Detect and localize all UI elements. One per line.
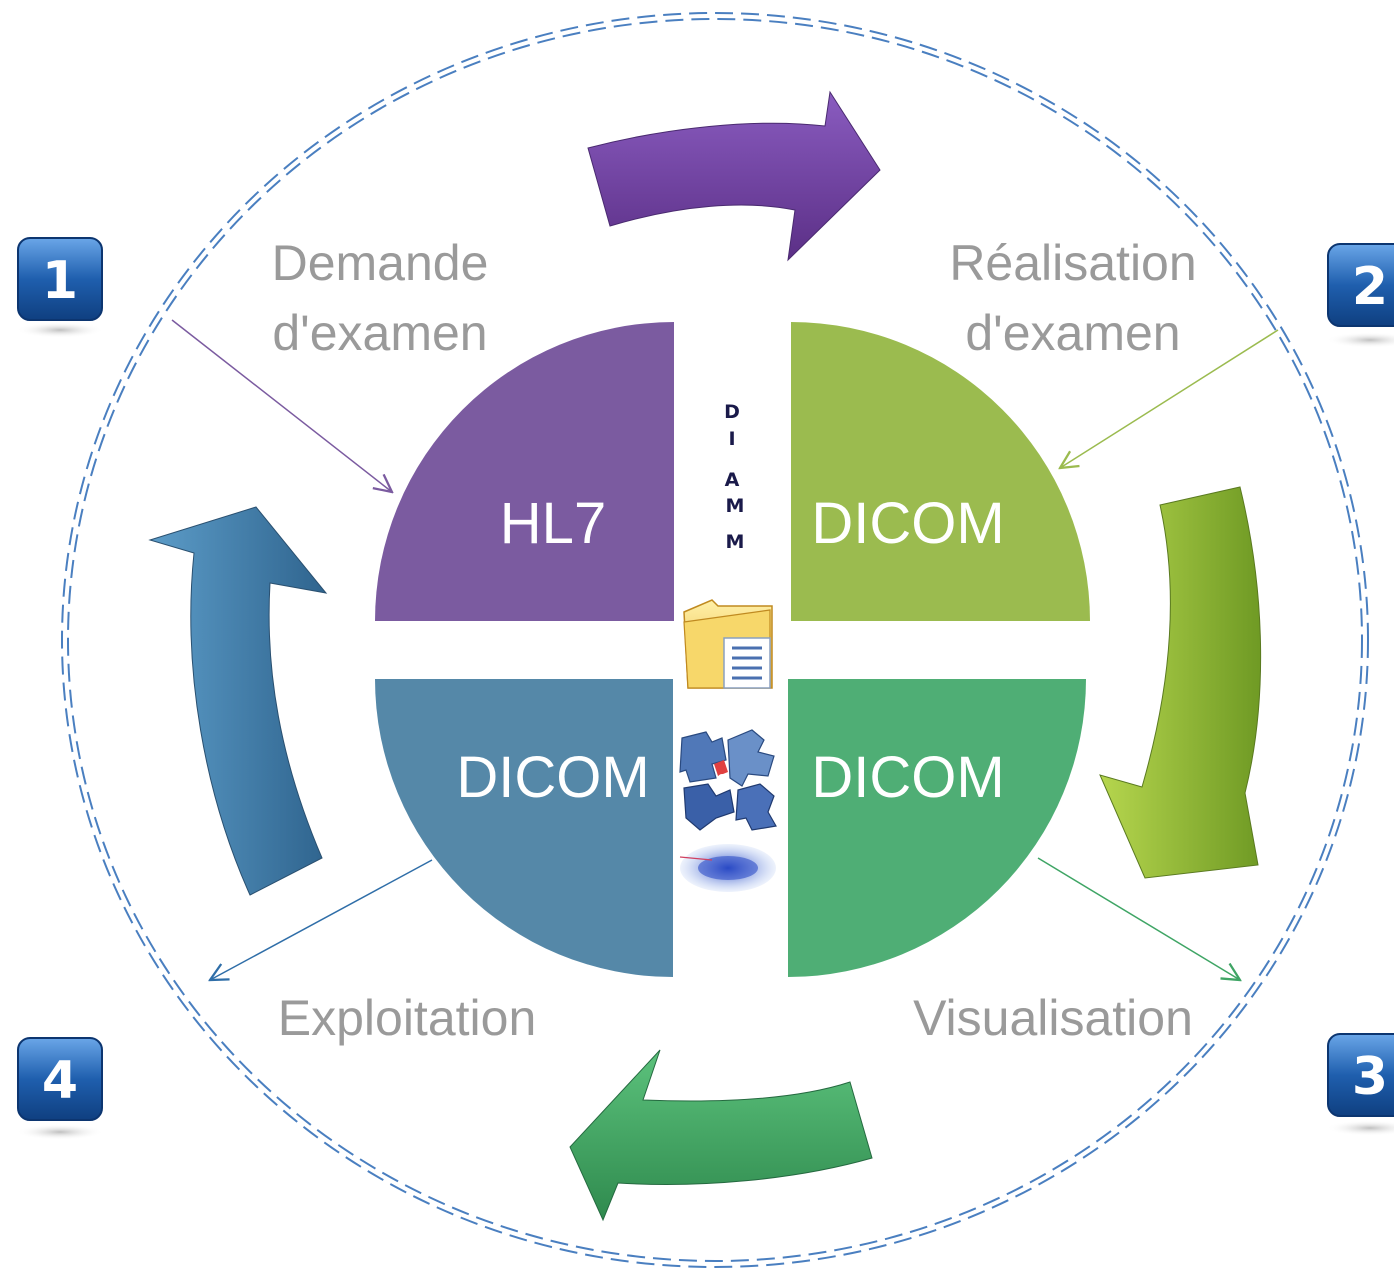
connector-exploitation xyxy=(210,859,433,980)
quadrant-top-right xyxy=(791,322,1090,621)
quadrant-bottom-left-label: DICOM xyxy=(456,745,649,810)
badge-2: 2 xyxy=(1326,243,1394,348)
center-letter: A xyxy=(725,469,740,491)
connector-demande xyxy=(171,319,392,492)
badge-3: 3 xyxy=(1326,1033,1394,1136)
cycle-arrow-4-to-1 xyxy=(148,506,328,896)
center-letter: M xyxy=(726,531,745,553)
badge-3-number: 3 xyxy=(1352,1047,1388,1107)
phase-2-label-line-1: Réalisation xyxy=(949,235,1196,291)
connector-realisation xyxy=(1060,329,1279,468)
badge-4: 4 xyxy=(16,1037,104,1140)
starburst-icon xyxy=(679,844,776,892)
connector-visualisation xyxy=(1037,857,1240,980)
phase-4-label: Exploitation xyxy=(278,990,537,1046)
folder-icon xyxy=(683,599,773,689)
quadrant-top-left-label: HL7 xyxy=(500,491,606,556)
badge-1: 1 xyxy=(16,237,104,338)
center-letter: I xyxy=(728,428,735,450)
dashed-ring xyxy=(61,12,1369,1268)
center-label: D I A M M xyxy=(724,401,744,553)
quadrant-bottom-left xyxy=(375,679,673,977)
quadrant-bottom-right xyxy=(788,679,1086,977)
quadrant-top-left xyxy=(375,322,674,621)
puzzle-icon xyxy=(679,729,777,831)
badge-1-number: 1 xyxy=(42,251,78,311)
phase-1-label-line-1: Demande xyxy=(272,235,489,291)
phase-3-label: Visualisation xyxy=(913,990,1193,1046)
cycle-arrow-1-to-2 xyxy=(587,90,881,262)
badge-4-number: 4 xyxy=(42,1051,78,1111)
center-letter: D xyxy=(724,401,740,423)
quadrant-bottom-right-label: DICOM xyxy=(811,745,1004,810)
phase-2-label-line-2: d'examen xyxy=(965,305,1180,361)
center-letter: M xyxy=(726,495,745,517)
quadrant-top-right-label: DICOM xyxy=(811,491,1004,556)
badge-2-number: 2 xyxy=(1352,257,1388,317)
phase-1-label-line-2: d'examen xyxy=(272,305,487,361)
cycle-arrow-2-to-3 xyxy=(1099,486,1262,879)
cycle-arrow-3-to-4 xyxy=(569,1049,873,1222)
